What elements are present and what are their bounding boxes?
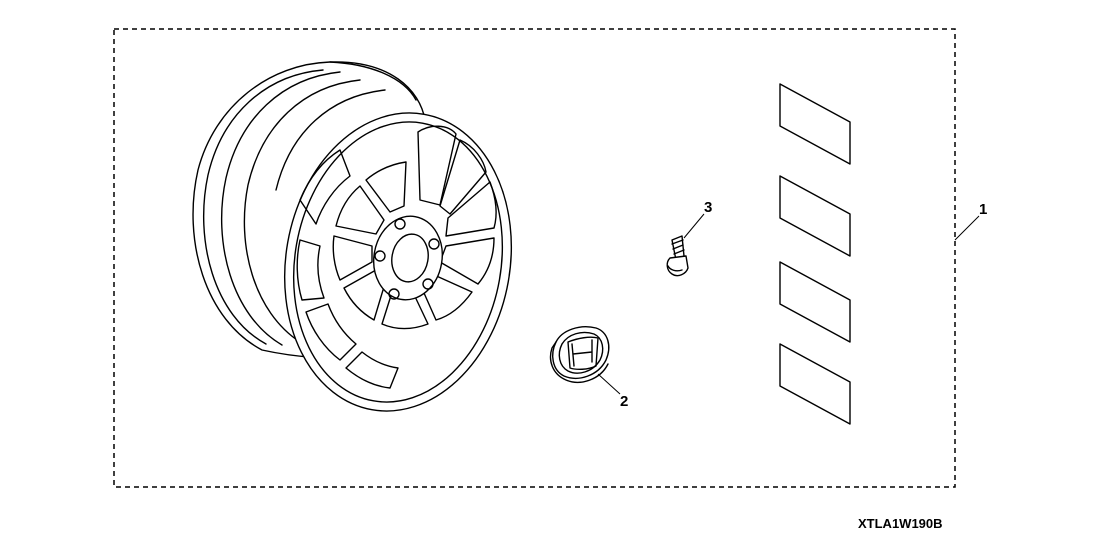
emblem-icon xyxy=(567,336,599,371)
callout-1: 1 xyxy=(979,201,987,218)
label-sheet-4 xyxy=(779,343,851,425)
barrel-ring-4 xyxy=(275,89,386,191)
document-code: XTLA1W190B xyxy=(858,516,943,531)
wheel-front-rim-inner xyxy=(292,121,504,403)
label-sheet-3 xyxy=(779,261,851,343)
lug-holes xyxy=(374,218,440,300)
valve-stem xyxy=(666,235,689,277)
leader-line-2 xyxy=(597,373,621,395)
kit-boundary xyxy=(113,28,956,488)
callout-2: 2 xyxy=(620,393,628,410)
barrel-ring-3 xyxy=(243,79,361,343)
center-cap xyxy=(549,326,610,383)
alloy-wheel xyxy=(192,61,513,412)
leader-line-1 xyxy=(954,215,980,241)
barrel-ring-1 xyxy=(202,69,324,345)
label-sheet-1 xyxy=(779,83,851,165)
barrel-top-edge xyxy=(329,61,417,101)
wheel-hub-bore xyxy=(391,233,429,283)
label-sheets xyxy=(779,83,851,425)
callout-3: 3 xyxy=(704,199,712,216)
label-sheet-2 xyxy=(779,175,851,257)
wheel-hub xyxy=(373,215,443,301)
barrel-ring-2 xyxy=(220,71,341,346)
leader-line-3 xyxy=(683,213,705,239)
